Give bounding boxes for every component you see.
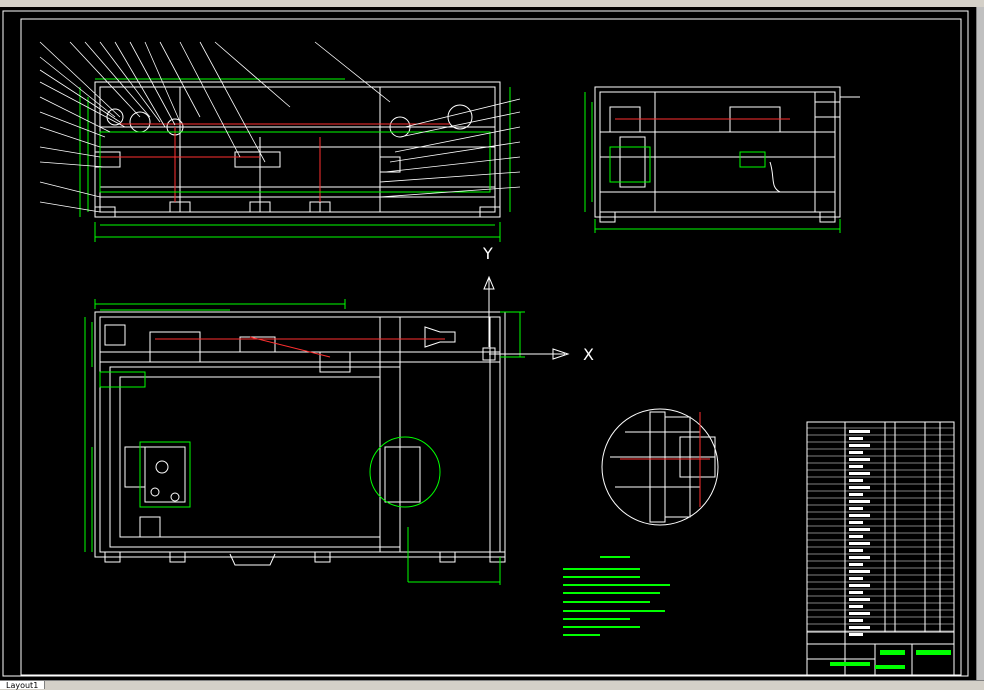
ucs-x-label: X (583, 345, 594, 364)
parts-list-rows (807, 427, 954, 632)
layout-tab-bar: Layout1 (0, 680, 984, 690)
plan-view-detail-circle (369, 436, 441, 508)
ucs-y-label: Y (482, 244, 493, 263)
parts-list-table (806, 421, 955, 633)
parts-list-entry (849, 563, 863, 566)
parts-list-entries (849, 430, 870, 636)
tab-layout1[interactable]: Layout1 (0, 681, 46, 690)
parts-list-entry (849, 626, 870, 629)
parts-list-entry (849, 556, 870, 559)
title-block-entries (830, 650, 951, 669)
detail-view-centerline (620, 412, 710, 507)
plan-view-centerlines (155, 336, 445, 358)
parts-list-entry (849, 577, 863, 580)
parts-list-entry (849, 633, 863, 636)
parts-list-entry (849, 507, 863, 510)
parts-list-entry (849, 500, 870, 503)
parts-list-entry (849, 528, 870, 531)
parts-list-entry (849, 486, 870, 489)
parts-list-entry (849, 451, 863, 454)
sheet-outer-frame (2, 10, 969, 677)
side-view (594, 86, 860, 223)
parts-list-entry (849, 584, 870, 587)
parts-list-entry (849, 444, 870, 447)
parts-list-entry (849, 465, 863, 468)
technical-notes (563, 556, 670, 636)
parts-list-entry (849, 535, 863, 538)
parts-list-entry (849, 521, 863, 524)
drawing-canvas[interactable]: Y X (0, 7, 984, 680)
parts-list-entry (849, 458, 870, 461)
parts-list-entry (849, 612, 870, 615)
front-view (94, 81, 501, 218)
parts-list-entry (849, 570, 870, 573)
front-view-centerlines (100, 123, 450, 202)
parts-list-entry (849, 591, 863, 594)
parts-list-entry (849, 514, 870, 517)
parts-list-entry (849, 605, 863, 608)
detail-view (601, 408, 719, 526)
parts-list-entry (849, 479, 863, 482)
front-view-dimensions (79, 78, 511, 242)
parts-list-entry (849, 472, 870, 475)
vertical-scrollbar[interactable] (976, 7, 984, 680)
parts-list-entry (849, 549, 863, 552)
ucs-axis-indicator (482, 275, 570, 361)
parts-list-entry (849, 430, 870, 433)
front-view-leaders (39, 41, 521, 213)
plan-view (94, 311, 506, 566)
parts-list-entry (849, 437, 863, 440)
parts-list-entry (849, 542, 870, 545)
parts-list-entry (849, 493, 863, 496)
side-view-dimensions (584, 92, 841, 233)
parts-list-entry (849, 598, 870, 601)
plan-view-dimensions (84, 299, 525, 585)
sheet-inner-frame (20, 18, 962, 676)
parts-list-entry (849, 619, 863, 622)
title-block (806, 631, 955, 676)
